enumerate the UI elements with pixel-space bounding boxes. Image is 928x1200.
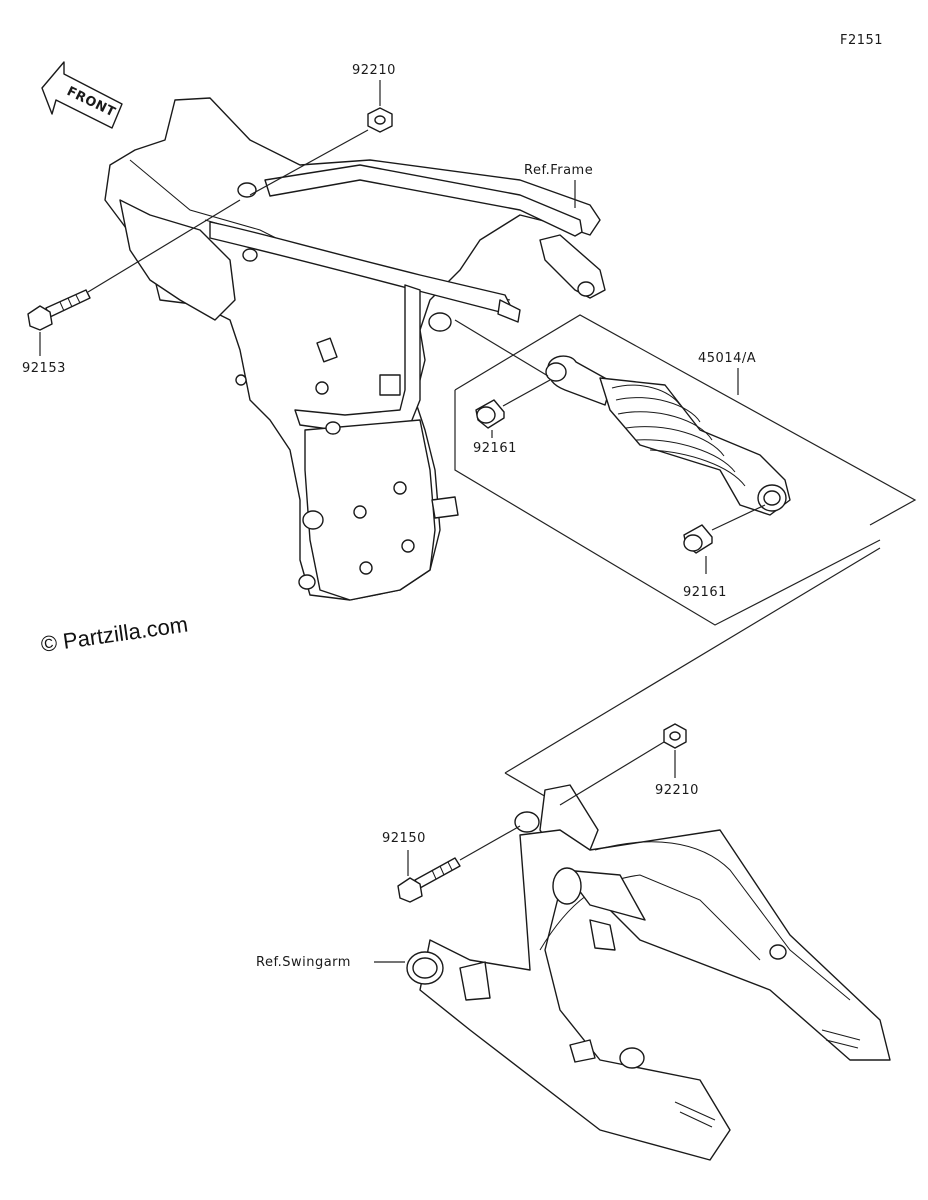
callout-nut-lower: 92210 xyxy=(655,783,699,798)
leader-bolt-to-frame xyxy=(87,199,241,293)
callout-frame-ref: Ref.Frame xyxy=(524,163,593,178)
leader-collar-left-shock xyxy=(502,379,551,407)
flange-bolt-upper xyxy=(27,289,91,331)
leader-bolt-lower-swingarm xyxy=(459,825,521,861)
callout-swingarm-ref: Ref.Swingarm xyxy=(256,955,351,970)
flange-nut-top xyxy=(367,107,393,133)
flange-bolt-lower xyxy=(397,857,461,903)
flange-nut-lower xyxy=(663,723,687,749)
callout-bolt-upper: 92153 xyxy=(22,361,66,376)
leader-nut-to-frame xyxy=(249,129,369,196)
callout-shock-absorber: 45014/A xyxy=(698,351,756,366)
leader-collar-right-shock xyxy=(711,504,766,531)
callout-collar-right: 92161 xyxy=(683,585,727,600)
frame-illustration xyxy=(104,97,606,601)
callout-collar-left: 92161 xyxy=(473,441,517,456)
leader-shock-to-frame xyxy=(454,319,549,377)
figure-code: F2151 xyxy=(840,33,883,48)
leader-nut-lower-swingarm xyxy=(559,741,665,806)
callout-bolt-lower: 92150 xyxy=(382,831,426,846)
collar-right xyxy=(683,524,713,554)
collar-left xyxy=(475,399,505,429)
shock-bracket-outline-top xyxy=(454,314,917,526)
shock-absorber xyxy=(454,314,917,626)
shock-bracket-outline-bottom xyxy=(454,390,881,626)
callout-nut-top: 92210 xyxy=(352,63,396,78)
watermark: © Partzilla.com xyxy=(39,612,189,657)
front-arrow-icon: FRONT xyxy=(41,61,123,129)
swingarm-illustration xyxy=(406,772,891,1161)
leader-shock-to-swingarm xyxy=(504,547,881,774)
